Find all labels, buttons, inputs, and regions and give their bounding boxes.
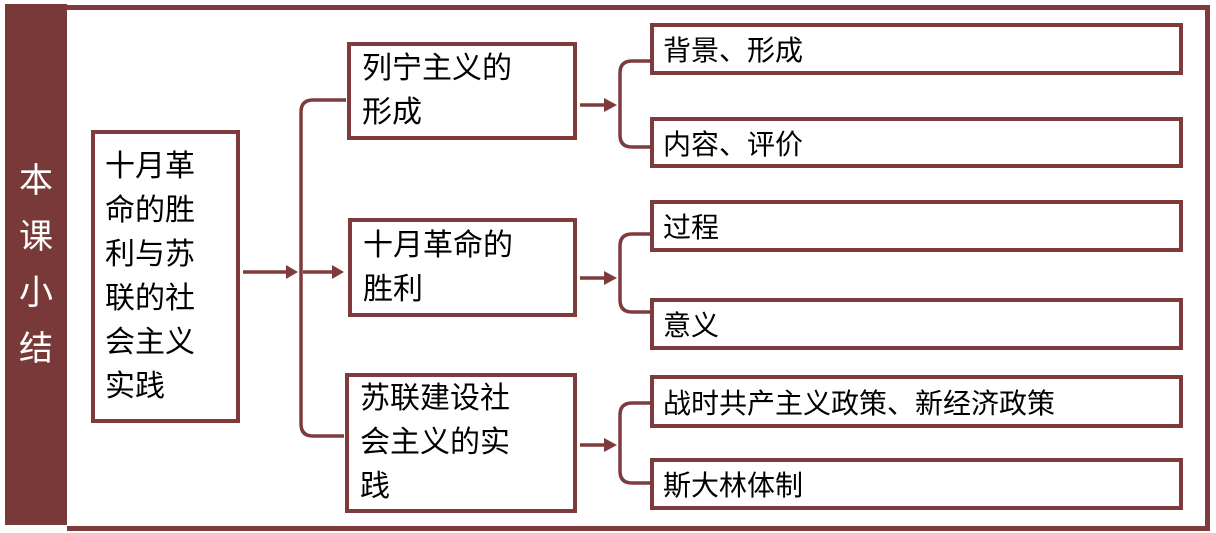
leaf-process-label: 过程: [663, 212, 720, 243]
leaf-content-evaluation-label: 内容、评价: [663, 128, 804, 160]
branch-box-leninism: 列宁主义的 形成: [347, 42, 577, 140]
leaf-box-content-evaluation: 内容、评价: [650, 117, 1183, 168]
leaf-box-stalin-system: 斯大林体制: [650, 458, 1183, 510]
root-topic-box: 十月革 命的胜 利与苏 联的社 会主义 实践: [91, 130, 240, 423]
leaf-stalin-system-label: 斯大林体制: [663, 470, 804, 501]
leaf-box-background-formation: 背景、形成: [650, 23, 1183, 75]
branch-soviet-practice-label: 苏联建设社 会主义的实 践: [360, 382, 510, 503]
root-topic-label: 十月革 命的胜 利与苏 联的社 会主义 实践: [105, 149, 195, 403]
leaf-box-significance: 意义: [650, 298, 1183, 350]
leaf-war-communism-nep-label: 战时共产主义政策、新经济政策: [663, 387, 1056, 419]
branch-box-soviet-practice: 苏联建设社 会主义的实 践: [345, 373, 577, 513]
diagram-frame: [67, 5, 1210, 531]
leaf-box-war-communism-nep: 战时共产主义政策、新经济政策: [650, 375, 1183, 428]
leaf-significance-label: 意义: [663, 310, 720, 341]
branch-leninism-label: 列宁主义的 形成: [362, 52, 512, 129]
branch-box-october-revolution: 十月革命的 胜利: [348, 218, 577, 317]
leaf-background-formation-label: 背景、形成: [663, 35, 804, 66]
leaf-box-process: 过程: [650, 200, 1183, 252]
branch-october-revolution-label: 十月革命的 胜利: [363, 228, 513, 306]
sidebar-title: 本课小结: [19, 161, 53, 368]
sidebar: 本课小结: [5, 4, 67, 525]
